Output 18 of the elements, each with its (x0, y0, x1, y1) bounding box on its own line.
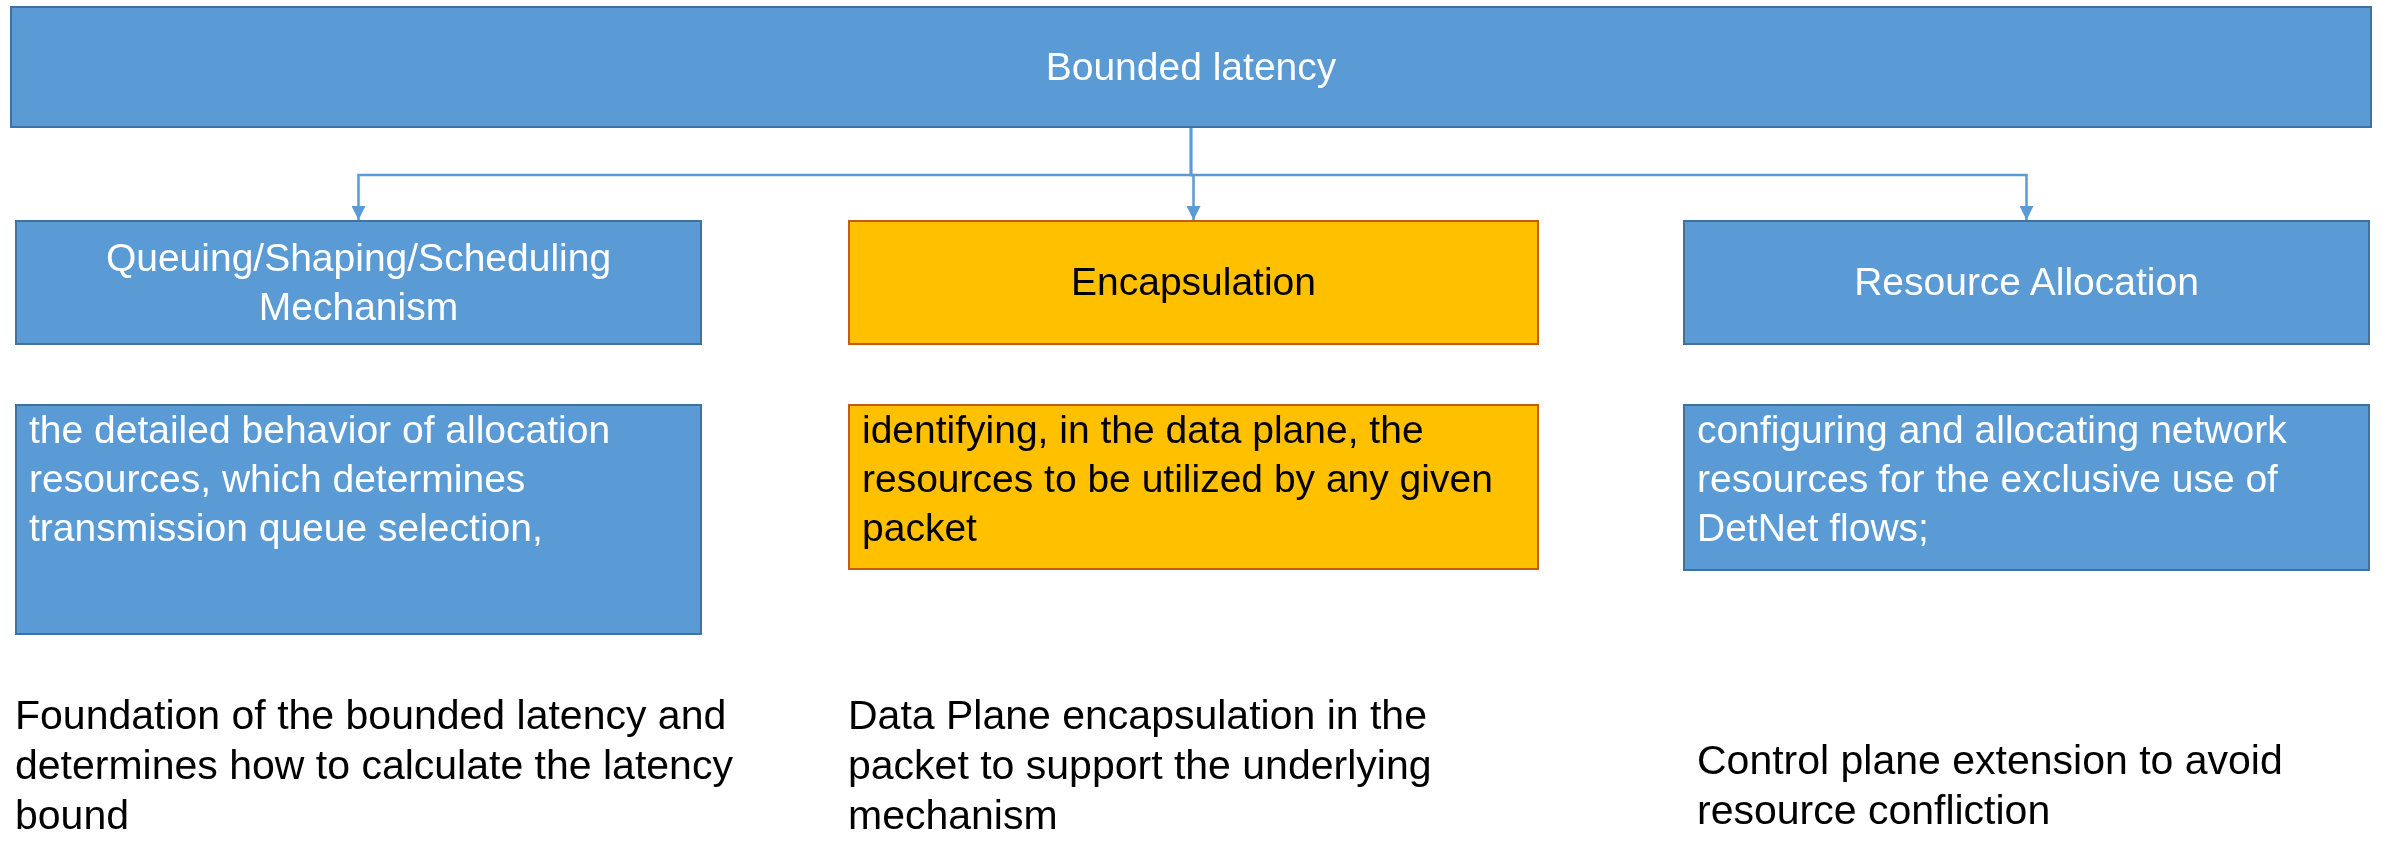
box-text: Bounded latency (1045, 43, 1337, 90)
title-box (10, 6, 2372, 128)
arrow (1189, 128, 2034, 220)
box-text: the detailed behavior of allocation resources, which determines transmission queue selection, (29, 407, 612, 551)
description-box (15, 404, 702, 635)
box-text: Queuing/Shaping/Scheduling Mechanism (104, 234, 613, 330)
note-text: Data Plane encapsulation in the packet to support the underlying mechanism (848, 691, 1433, 841)
box-text: Resource Allocation (1854, 259, 2199, 306)
note-text: Foundation of the bounded latency and determines how to calculate the latency bound (15, 691, 734, 841)
category-box (15, 220, 702, 345)
note-text: Control plane extension to avoid resource confliction (1697, 736, 2284, 835)
box-text: configuring and allocating network resources for the exclusive use of DetNet flows; (1697, 407, 2288, 551)
box-text: identifying, in the data plane, the resources to be utilized by any given packet (862, 407, 1494, 551)
box-text: Encapsulation (1071, 259, 1316, 306)
description-box (848, 404, 1539, 570)
description-box (1683, 404, 2370, 571)
category-box (1683, 220, 2370, 345)
category-box (848, 220, 1539, 345)
